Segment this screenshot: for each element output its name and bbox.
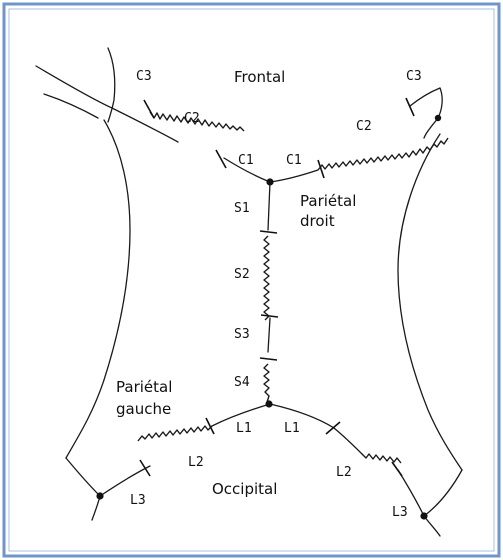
coronal-suture-right-start [270, 170, 318, 182]
right-bottom-edge [424, 470, 462, 536]
label-s3: S3 [234, 327, 250, 342]
tick-c2-c3-right [406, 98, 414, 116]
coronal-suture-left [36, 66, 178, 142]
bregma-dot [266, 178, 273, 185]
tick-l2-l3-right [392, 462, 402, 476]
label-l1-left: L1 [236, 421, 252, 436]
label-parietal-right-1: Pariétal [300, 192, 356, 210]
label-parietal-left-2: gauche [116, 400, 171, 418]
label-c2-right: C2 [356, 119, 372, 134]
tick-s3-s4 [260, 358, 277, 360]
tick-l2-l3-left [140, 460, 150, 476]
sagittal-suture-top [268, 182, 270, 230]
lambdoid-suture-left-outer [100, 466, 150, 496]
label-parietal-left-1: Pariétal [116, 378, 172, 396]
lambdoid-suture-right-inner [270, 404, 334, 428]
label-s1: S1 [234, 201, 250, 216]
sagittal-suture-s3 [268, 318, 270, 352]
label-occipital: Occipital [212, 480, 277, 498]
frame-inner-border [9, 9, 494, 551]
label-c3-right: C3 [406, 69, 422, 84]
left-top-curve [108, 48, 115, 122]
label-l2-right: L2 [336, 465, 352, 480]
label-s2: S2 [234, 267, 250, 282]
left-frame-curve [44, 94, 98, 118]
lambda-dot [265, 400, 272, 407]
tick-s2-s3 [261, 315, 278, 317]
tick-l1-l2-right [326, 422, 340, 434]
label-l2-left: L2 [188, 455, 204, 470]
label-c1-right: C1 [286, 153, 302, 168]
label-c3-left: C3 [136, 69, 152, 84]
coronal-suture-right-end [410, 88, 440, 106]
lambdoid-suture-left-zigzag [138, 426, 212, 441]
right-top-curve [424, 88, 442, 138]
tick-s1-s2 [260, 231, 277, 233]
sagittal-suture-zigzag-s4 [264, 364, 269, 402]
asterion-right-dot [420, 512, 427, 519]
left-bottom-edge [66, 458, 100, 520]
sagittal-suture-zigzag-s2 [264, 236, 269, 320]
label-c1-left: C1 [238, 153, 254, 168]
lambdoid-suture-right-zigzag [362, 454, 401, 463]
pterion-right-dot [435, 115, 441, 121]
label-parietal-right-2: droit [300, 212, 335, 230]
lambdoid-suture-right-mid [334, 428, 362, 454]
label-c2-left: C2 [184, 111, 200, 126]
tick-c3-c2-left [144, 100, 154, 118]
label-l1-right: L1 [284, 421, 300, 436]
label-l3-right: L3 [392, 505, 408, 520]
label-s4: S4 [234, 375, 250, 390]
asterion-left-dot [96, 492, 103, 499]
right-parietal-outline [398, 134, 462, 470]
label-l3-left: L3 [130, 493, 146, 508]
label-frontal: Frontal [234, 68, 285, 86]
